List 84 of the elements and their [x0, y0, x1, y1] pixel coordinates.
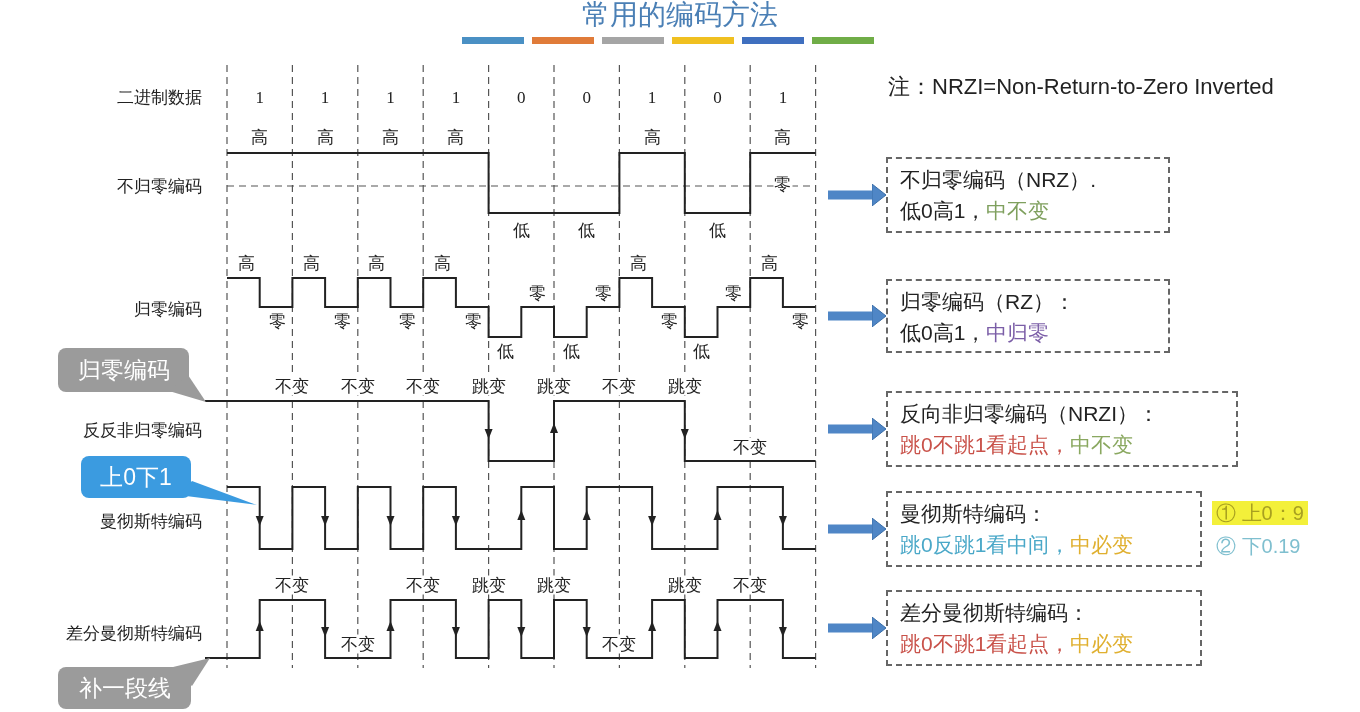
transition-label: 不变 — [732, 575, 769, 595]
level-label: 低 — [511, 220, 531, 240]
title: 常用的编码方法 — [581, 0, 779, 32]
transition-label: 跳变 — [536, 575, 572, 595]
handwritten-note: ① 上0：9 — [1212, 501, 1308, 525]
note-box — [886, 157, 1170, 233]
callout-bubble — [57, 347, 207, 403]
level-label: 高 — [446, 127, 466, 147]
level-label: 零 — [398, 311, 418, 331]
row-label: 二进制数据 — [117, 88, 202, 106]
level-label: 零 — [773, 174, 793, 194]
level-label: 零 — [332, 311, 352, 331]
box-heading: 差分曼彻斯特编码： — [900, 601, 1089, 624]
row-label: 归零编码 — [134, 300, 202, 318]
level-label: 高 — [381, 127, 400, 147]
box-text: 中必变 — [1070, 533, 1134, 556]
level-label: 高 — [773, 127, 793, 147]
box-text: 中不变 — [1070, 433, 1134, 456]
level-label: 零 — [724, 283, 744, 303]
callout-text: 上0下1 — [100, 465, 172, 489]
level-label: 零 — [593, 283, 613, 303]
box-text: 中不变 — [986, 199, 1050, 222]
box-heading: 反向非归零编码（NRZI）： — [900, 402, 1159, 425]
level-label: 低 — [561, 341, 581, 361]
handwritten-note: ② 下0.19 — [1215, 534, 1302, 558]
box-heading: 不归零编码（NRZ）. — [900, 168, 1096, 191]
level-label: 低 — [496, 341, 516, 361]
transition-label: 不变 — [339, 634, 376, 654]
transition-label: 不变 — [339, 376, 376, 396]
transition-label: 不变 — [274, 575, 311, 595]
level-label: 高 — [301, 253, 321, 273]
callout-bubble — [80, 455, 258, 506]
level-label: 高 — [432, 253, 452, 273]
note-box — [886, 279, 1170, 353]
level-label: 高 — [250, 127, 270, 147]
transition-label: 不变 — [601, 376, 638, 396]
callout-text: 补一段线 — [78, 676, 171, 700]
level-label: 高 — [367, 253, 387, 273]
row-label: 差分曼彻斯特编码 — [66, 624, 202, 642]
level-label: 零 — [528, 283, 548, 303]
level-label: 零 — [790, 311, 810, 331]
box-text: 中归零 — [986, 321, 1050, 344]
level-label: 零 — [267, 311, 287, 331]
block-arrow — [828, 517, 887, 541]
level-label: 低 — [692, 341, 712, 361]
level-label: 高 — [236, 253, 256, 273]
note-text: 注：NRZI=Non-Return-to-Zero Inverted — [888, 76, 1274, 98]
transition-label: 跳变 — [536, 376, 572, 396]
transition-label: 跳变 — [470, 575, 507, 595]
box-heading: 归零编码（RZ）： — [900, 290, 1075, 313]
transition-label: 不变 — [405, 376, 442, 396]
note-box — [886, 491, 1202, 567]
box-text: 中必变 — [1070, 632, 1134, 655]
level-label: 高 — [628, 253, 648, 273]
row-label: 反反非归零编码 — [83, 421, 202, 439]
callout-text: 归零编码 — [77, 358, 170, 382]
box-text: 跳0不跳1看起点， — [900, 632, 1071, 655]
transition-label: 跳变 — [666, 376, 703, 396]
block-arrow — [828, 417, 887, 441]
box-text: 低0高1， — [900, 321, 987, 344]
box-text: 跳0不跳1看起点， — [900, 433, 1071, 456]
box-heading: 曼彻斯特编码： — [900, 502, 1047, 525]
level-label: 低 — [708, 220, 727, 240]
row-label: 不归零编码 — [117, 177, 202, 195]
block-arrow — [828, 183, 887, 207]
block-arrow — [828, 304, 887, 328]
level-label: 高 — [315, 127, 335, 147]
level-label: 零 — [659, 311, 679, 331]
transition-label: 跳变 — [470, 376, 507, 396]
transition-label: 不变 — [732, 437, 769, 457]
box-text: 低0高1， — [900, 199, 987, 222]
level-label: 高 — [759, 253, 779, 273]
transition-label: 不变 — [274, 376, 311, 396]
level-label: 低 — [577, 220, 597, 240]
transition-label: 不变 — [405, 575, 442, 595]
note-box — [886, 590, 1202, 666]
callout-bubble — [57, 656, 211, 710]
transition-label: 跳变 — [666, 575, 703, 595]
level-label: 零 — [463, 311, 483, 331]
block-arrow — [828, 616, 887, 640]
box-text: 跳0反跳1看中间， — [900, 533, 1071, 556]
level-label: 高 — [642, 127, 662, 147]
transition-label: 不变 — [601, 634, 638, 654]
note-box — [886, 391, 1238, 467]
